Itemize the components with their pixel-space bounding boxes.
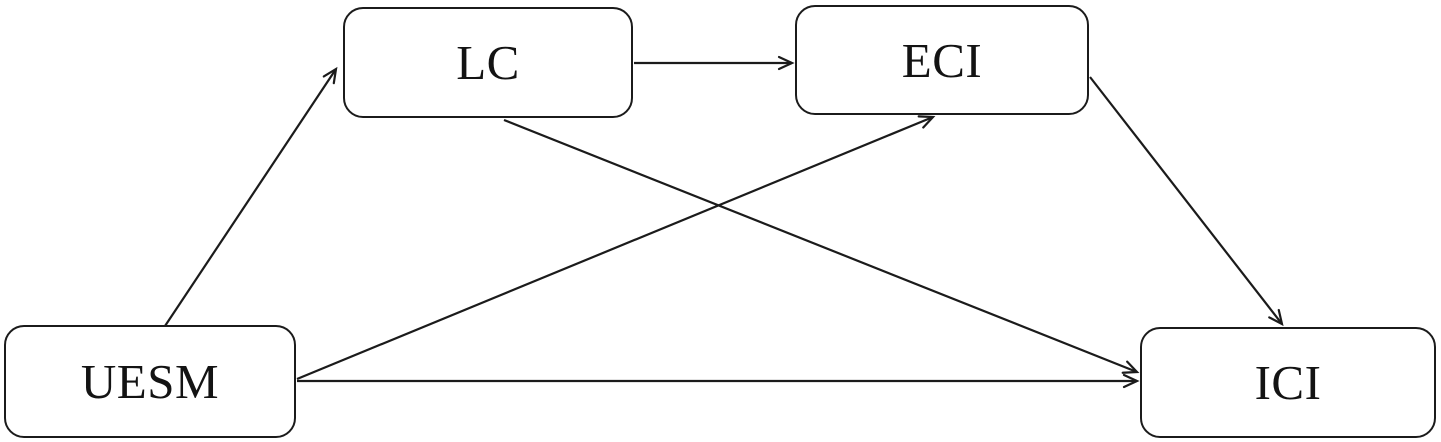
node-uesm: UESM [4, 325, 296, 438]
node-ici-label: ICI [1254, 355, 1322, 410]
edge-uesm-lc [164, 66, 338, 327]
node-lc: LC [343, 7, 633, 118]
edge-eci-ici [1089, 76, 1284, 327]
node-eci: ECI [795, 5, 1089, 115]
node-lc-label: LC [456, 35, 520, 90]
edge-lc-ici [503, 118, 1140, 374]
node-ici: ICI [1140, 327, 1436, 438]
node-eci-label: ECI [901, 32, 983, 88]
edge-uesm-eci [296, 115, 936, 381]
node-uesm-label: UESM [80, 354, 220, 409]
